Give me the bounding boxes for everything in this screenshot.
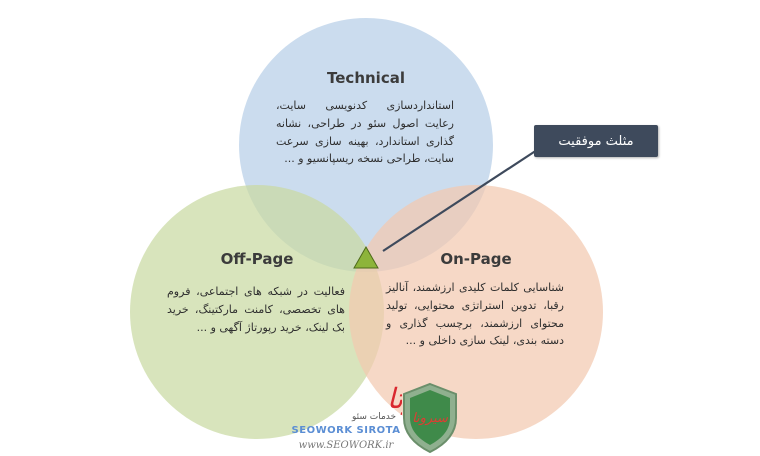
svg-text:خدمات سئو: خدمات سئو xyxy=(351,412,396,422)
brand-url: www.SEOWORK.ir xyxy=(298,440,394,451)
off-page-text: فعالیت در شبکه های اجتماعی، فروم های تخص… xyxy=(167,285,345,334)
off-page-circle xyxy=(130,185,384,439)
on-page-text: شناسایی کلمات کلیدی ارزشمند، آنالیز رقبا… xyxy=(386,281,564,348)
on-page-title: On-Page xyxy=(440,250,512,268)
technical-text: استانداردسازی کدنویسی سایت، رعایت اصول س… xyxy=(276,99,454,166)
callout-connector xyxy=(382,149,538,252)
success-triangle-callout: مثلث موفقیت xyxy=(534,125,658,157)
shield-logo-icon: سیروتا xyxy=(403,382,457,454)
technical-title: Technical xyxy=(327,69,405,87)
svg-text:سیروتا: سیروتا xyxy=(387,382,402,415)
off-page-title: Off-Page xyxy=(220,250,294,268)
sirota-logo: سیروتا خدمات سئو xyxy=(351,382,402,422)
brand-name: SEOWORK SIROTA xyxy=(291,425,401,436)
svg-text:سیروتا: سیروتا xyxy=(412,411,449,426)
success-triangle-icon xyxy=(353,245,379,269)
on-page-circle xyxy=(349,185,603,439)
